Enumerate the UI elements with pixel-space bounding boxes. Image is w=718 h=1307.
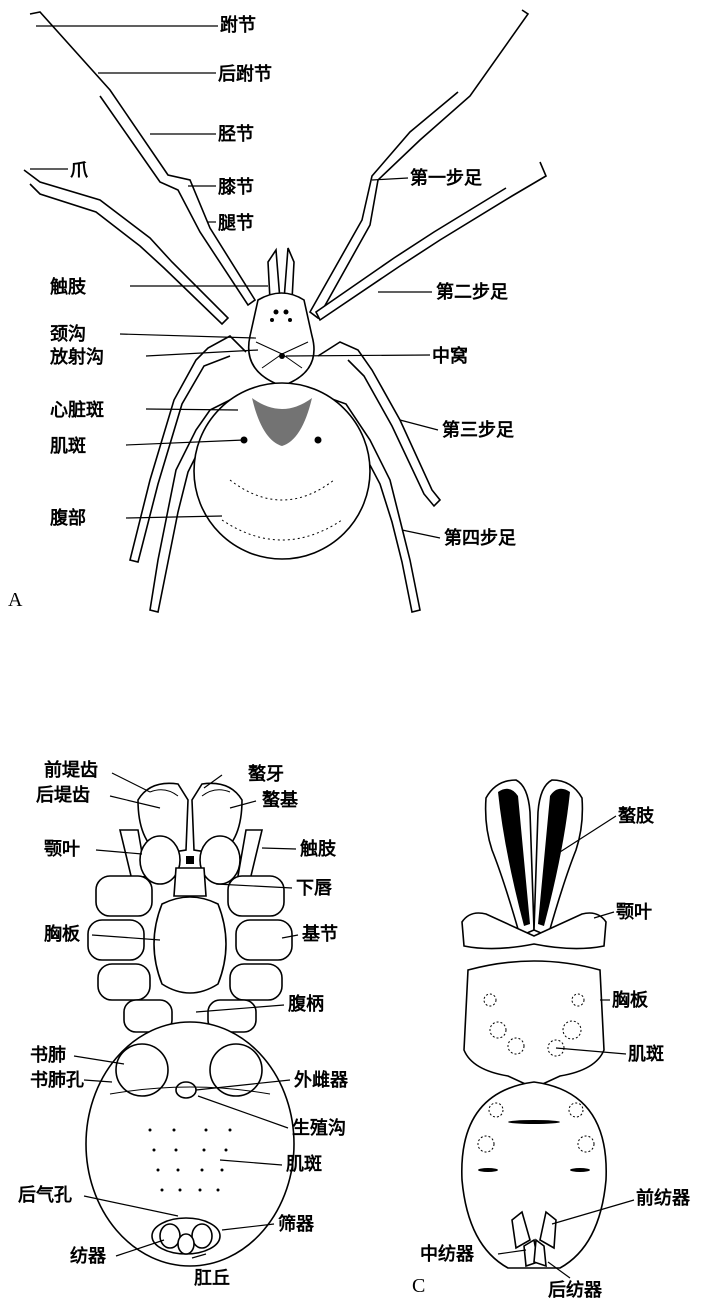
fovea-mark	[279, 353, 285, 359]
label-heart-mark: 心脏斑	[50, 399, 104, 421]
b-endite-left	[140, 836, 180, 884]
label-fang: 螯牙	[248, 763, 284, 785]
label-muscle-spot-c: 肌斑	[628, 1044, 664, 1065]
label-leg4: 第四步足	[444, 527, 516, 549]
b-spinnerets	[152, 1218, 220, 1254]
figure-c-ventral-view: 螯肢 颚叶 胸板 肌斑 前纺器 中纺器 后纺器 C	[412, 780, 691, 1301]
figure-a-dorsal-view: 跗节 后跗节 胫节 爪 膝节 腿节 触肢 颈沟 放射沟 心脏斑 肌斑 腹部 第一…	[8, 10, 546, 612]
label-coxa: 基节	[301, 923, 338, 945]
spider-a-cephalothorax	[249, 293, 314, 386]
b-endite-right	[200, 836, 240, 884]
label-patella: 膝节	[218, 176, 254, 198]
panel-label-a: A	[8, 589, 23, 611]
label-radial-groove: 放射沟	[49, 346, 104, 368]
label-chelicera-c: 螯肢	[618, 805, 655, 827]
figure-b-ventral-view: 前堤齿 后堤齿 颚叶 胸板 书肺 书肺孔 后气孔 纺器 螯牙 螯基 触肢 下唇 …	[18, 759, 349, 1289]
label-femur: 腿节	[218, 213, 254, 234]
label-anterior-spinnerets: 前纺器	[636, 1187, 691, 1209]
label-cribellum: 筛器	[278, 1213, 315, 1235]
label-metatarsus: 后跗节	[218, 63, 272, 85]
b-sternum	[154, 897, 226, 993]
label-posterior-spinnerets: 后纺器	[548, 1279, 603, 1301]
label-sternum-b: 胸板	[44, 923, 81, 945]
label-claw: 爪	[70, 160, 89, 181]
label-book-lung-slit: 书肺孔	[30, 1070, 84, 1091]
b-labium	[174, 868, 206, 896]
label-abdomen: 腹部	[50, 507, 86, 529]
label-epigynum: 外雌器	[294, 1069, 349, 1091]
label-endite-b: 颚叶	[44, 839, 80, 860]
label-chelicera-base: 螯基	[262, 789, 299, 811]
label-labium: 下唇	[296, 878, 333, 899]
label-fovea: 中窝	[432, 345, 468, 367]
label-promargin-teeth: 前堤齿	[44, 759, 98, 781]
c-sternum	[464, 961, 604, 1088]
label-muscle-spot-a: 肌斑	[50, 436, 86, 457]
label-tibia: 胫节	[218, 124, 254, 145]
label-median-spinnerets: 中纺器	[420, 1243, 475, 1265]
label-spinnerets-b: 纺器	[70, 1245, 107, 1267]
label-posterior-spiracle: 后气孔	[18, 1184, 72, 1206]
label-book-lung: 书肺	[30, 1045, 66, 1066]
label-endite-c: 颚叶	[616, 902, 652, 923]
label-leg1: 第一步足	[410, 167, 482, 189]
label-epigastric-furrow: 生殖沟	[292, 1117, 346, 1139]
label-cervical-groove: 颈沟	[49, 323, 86, 345]
label-anal-tubercle: 肛丘	[194, 1268, 230, 1289]
label-tarsus: 跗节	[220, 14, 256, 36]
label-retromargin-teeth: 后堤齿	[36, 784, 90, 806]
label-pedipalp-b: 触肢	[300, 838, 337, 860]
panel-label-c: C	[412, 1275, 425, 1297]
label-pedipalp-a: 触肢	[50, 276, 87, 298]
label-pedicel: 腹柄	[288, 993, 324, 1015]
label-muscle-spot-b: 肌斑	[286, 1154, 322, 1175]
label-sternum-c: 胸板	[612, 989, 649, 1011]
label-leg3: 第三步足	[442, 419, 514, 441]
label-leg2: 第二步足	[436, 281, 508, 303]
